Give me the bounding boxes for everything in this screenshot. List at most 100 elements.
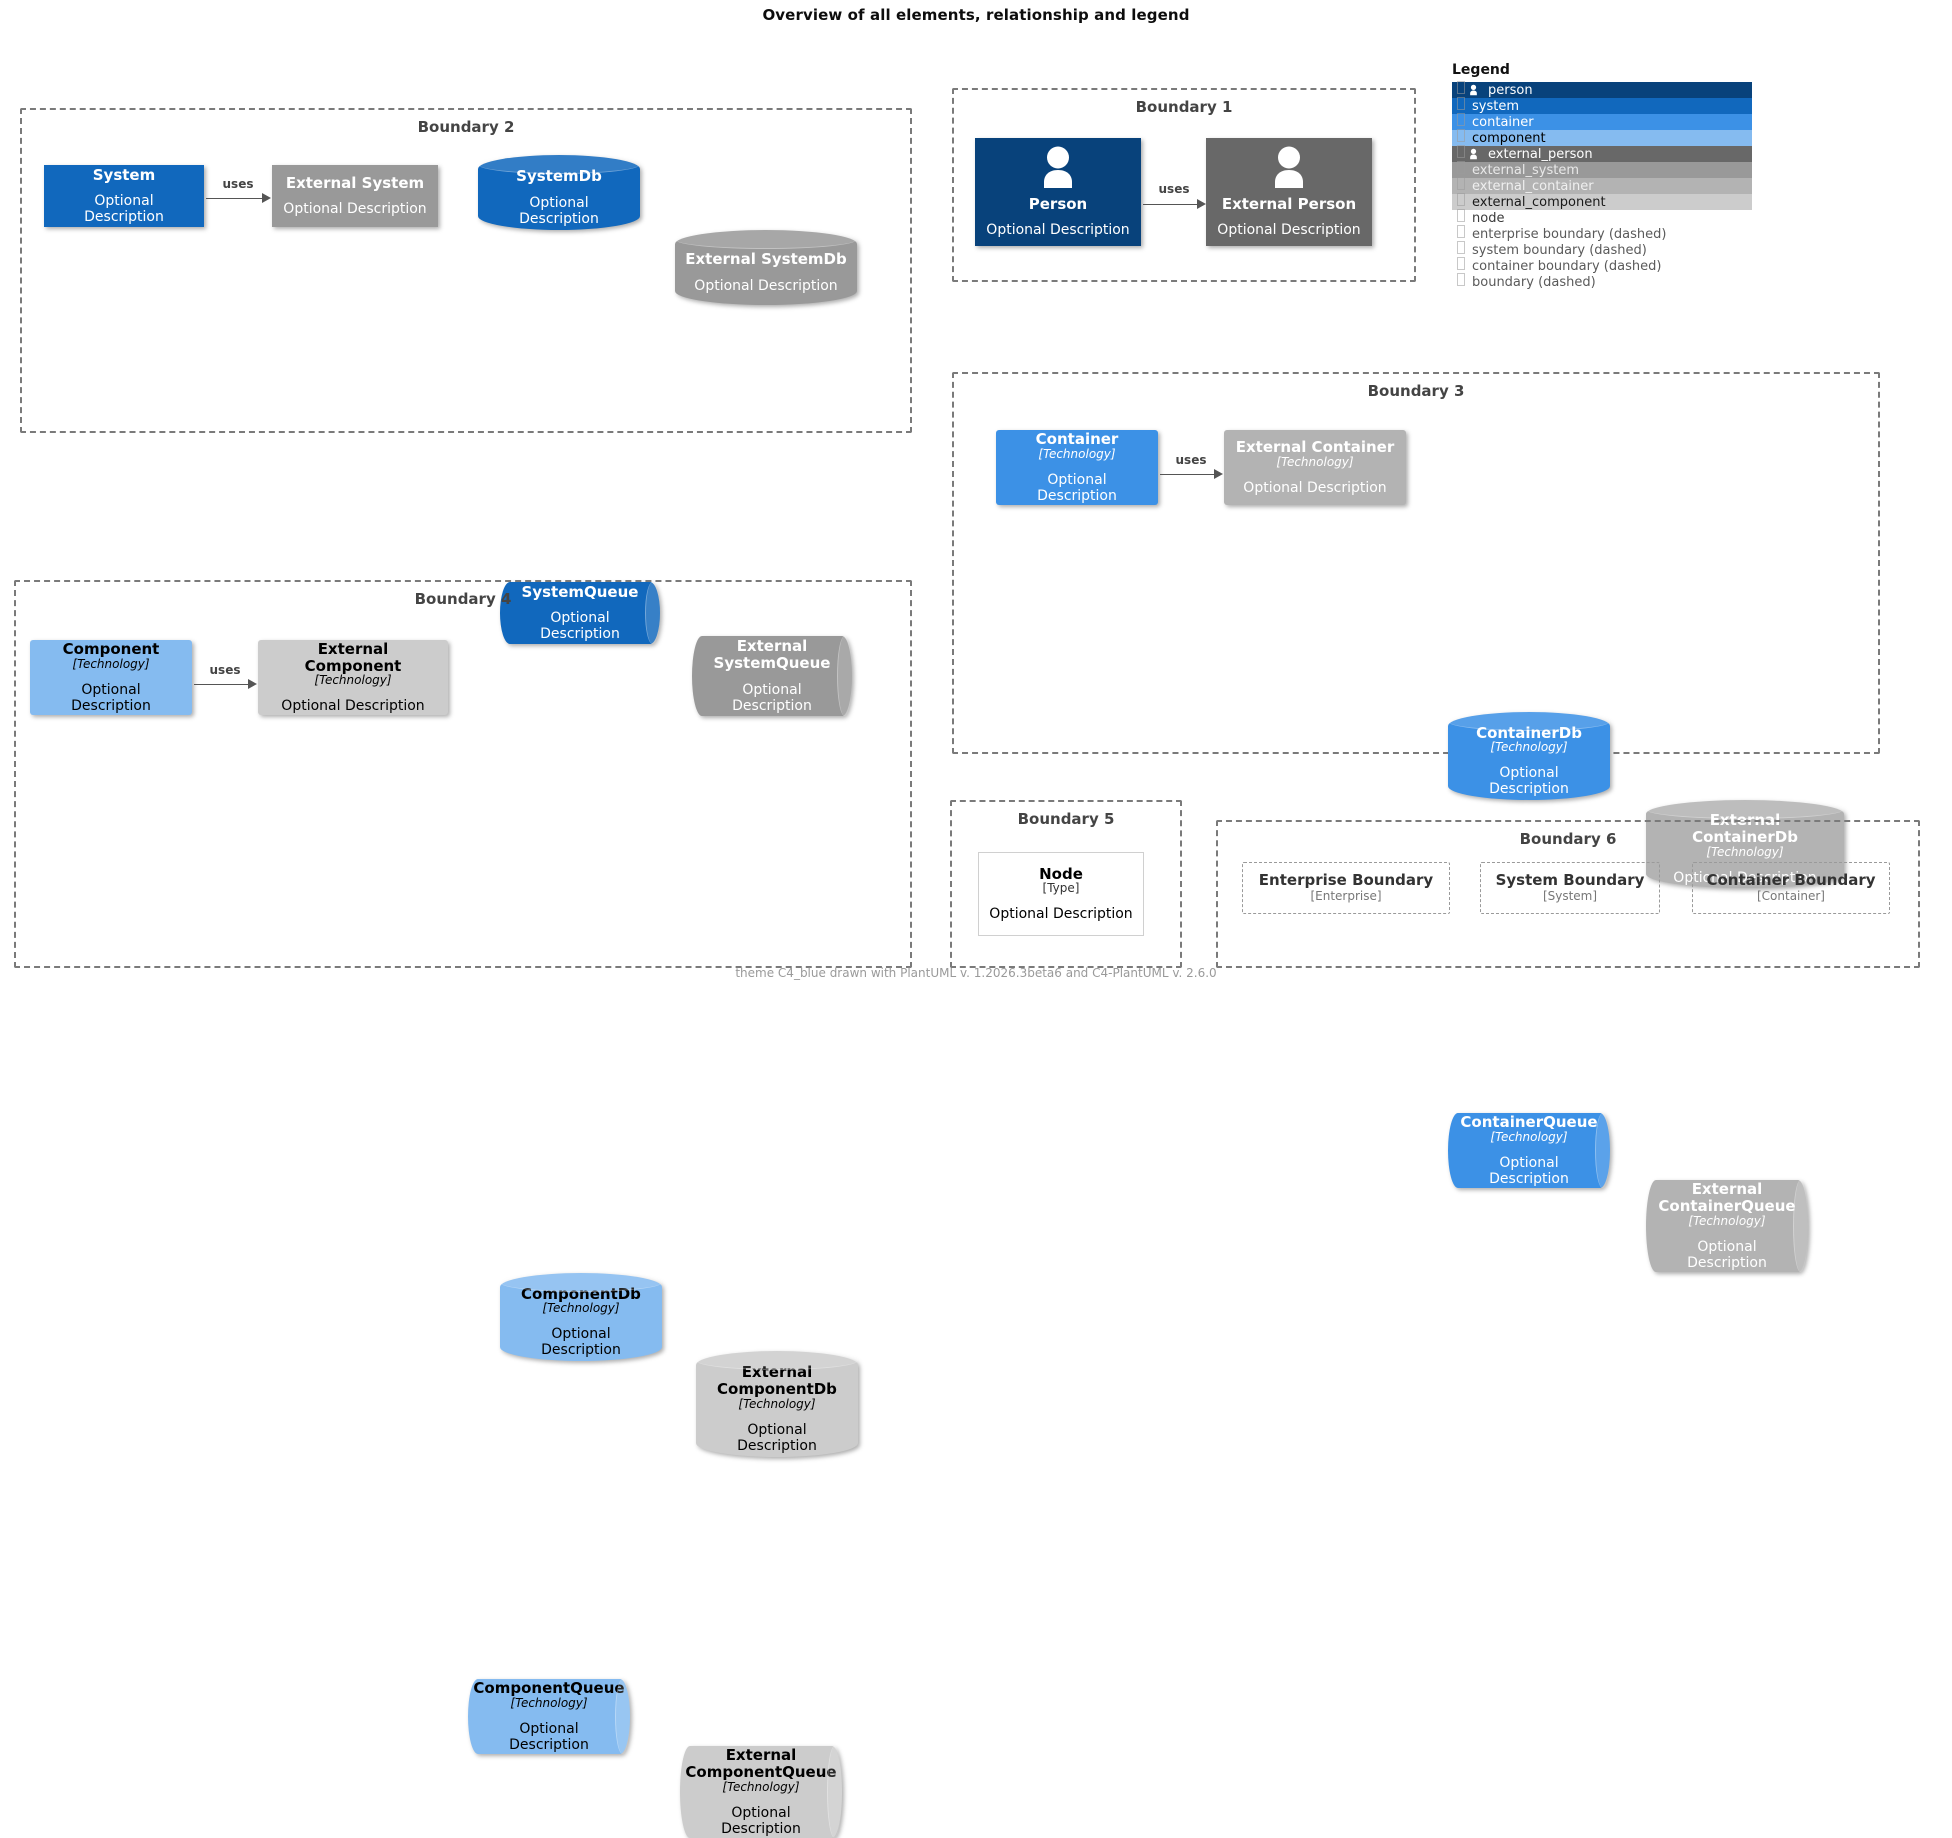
element-node-name: Node [1039,864,1083,883]
element-container-db-desc: Optional Description [1489,765,1569,798]
swatch-icon [1456,193,1465,211]
legend-row-boundary-dashed-: boundary (dashed) [1452,273,1752,290]
legend-row-system-boundary-dashed-: system boundary (dashed) [1452,241,1752,258]
element-external-container-db-tech: [Technology] [1706,844,1784,859]
element-system-queue-name: SystemQueue [521,582,639,601]
legend-label: person [1488,82,1533,98]
legend-row-enterprise-boundary-dashed-: enterprise boundary (dashed) [1452,225,1752,243]
element-external-system[interactable]: External System Optional Description [272,165,438,227]
element-enterprise-boundary[interactable]: Enterprise Boundary [Enterprise] [1242,862,1450,914]
element-external-container[interactable]: External Container [Technology] Optional… [1224,430,1406,505]
element-container-desc: Optional Description [1037,471,1117,504]
element-system-boundary-name: System Boundary [1495,871,1645,890]
element-external-system-desc: Optional Description [283,201,427,218]
element-system-boundary[interactable]: System Boundary [System] [1480,862,1660,914]
element-external-component-name: External Component [304,639,402,675]
element-system-db[interactable]: SystemDb Optional Description [478,155,640,230]
element-system[interactable]: System Optional Description [44,165,204,227]
legend-label: enterprise boundary (dashed) [1472,226,1667,242]
element-person-name: Person [1028,194,1088,213]
element-external-component[interactable]: External Component [Technology] Optional… [258,640,448,715]
legend-row-system: system [1452,97,1752,114]
element-external-container-db[interactable]: External ContainerDb [Technology] Option… [1646,800,1844,888]
element-system-db-desc: Optional Description [519,194,599,227]
legend-label: container [1472,114,1534,130]
element-container-boundary[interactable]: Container Boundary [Container] [1692,862,1890,914]
legend-label: component [1472,130,1546,146]
element-external-container-db-desc: Optional Description [1673,869,1817,886]
element-external-container-queue-desc: Optional Description [1687,1238,1767,1271]
element-component[interactable]: Component [Technology] Optional Descript… [30,640,192,715]
element-component-queue-desc: Optional Description [509,1720,589,1753]
element-external-person[interactable]: External Person Optional Description [1206,138,1372,246]
element-person[interactable]: Person Optional Description [975,138,1141,246]
element-component-desc: Optional Description [71,681,151,714]
element-external-person-desc: Optional Description [1217,222,1361,239]
legend-label: external_system [1472,162,1579,178]
element-external-component-db-desc: Optional Description [737,1421,817,1454]
element-external-component-queue-tech: [Technology] [722,1779,800,1794]
footer-note: theme C4_blue drawn with PlantUML v. 1.2… [735,966,1217,980]
element-external-system-queue-name: External SystemQueue [713,637,831,672]
element-external-system-queue-desc: Optional Description [732,681,812,714]
legend-label: container boundary (dashed) [1472,258,1662,274]
element-container[interactable]: Container [Technology] Optional Descript… [996,430,1158,505]
missing-glyph-icon [1456,209,1465,227]
element-external-component-queue[interactable]: External ComponentQueue [Technology] Opt… [680,1746,842,1838]
element-component-db-desc: Optional Description [541,1326,621,1359]
boundary-6: Boundary 6 [1216,820,1920,968]
person-icon [1465,84,1481,96]
element-external-system-name: External System [285,173,425,192]
element-external-system-queue[interactable]: External SystemQueue Optional Descriptio… [692,636,852,716]
legend-label: boundary (dashed) [1472,274,1596,290]
element-component-queue-tech: [Technology] [510,1695,588,1710]
element-enterprise-boundary-tech: [Enterprise] [1310,889,1382,904]
element-node-tech: [Type] [1042,881,1080,896]
boundary-2-title: Boundary 2 [417,118,515,136]
boundary-1-title: Boundary 1 [1135,98,1233,116]
element-container-db[interactable]: ContainerDb [Technology] Optional Descri… [1448,712,1610,800]
person-icon [1035,146,1081,192]
element-component-name: Component [62,640,160,659]
boundary-4: Boundary 4 [14,580,912,968]
swatch-icon [1456,161,1465,179]
element-external-component-db[interactable]: External ComponentDb [Technology] Option… [696,1351,858,1457]
boundary-6-title: Boundary 6 [1519,830,1617,848]
swatch-icon [1456,113,1465,131]
element-component-db[interactable]: ComponentDb [Technology] Optional Descri… [500,1273,662,1361]
swatch-icon [1456,129,1465,147]
element-component-queue[interactable]: ComponentQueue [Technology] Optional Des… [468,1679,630,1754]
element-node[interactable]: Node [Type] Optional Description [978,852,1144,936]
element-person-desc: Optional Description [986,222,1130,239]
element-component-queue-name: ComponentQueue [473,1679,625,1698]
element-external-container-tech: [Technology] [1276,454,1354,469]
element-external-container-desc: Optional Description [1243,479,1387,496]
element-system-queue[interactable]: SystemQueue Optional Description [500,582,660,644]
element-system-queue-desc: Optional Description [540,610,620,643]
element-external-container-name: External Container [1235,438,1395,457]
element-external-system-db[interactable]: External SystemDb Optional Description [675,230,857,305]
element-system-name: System [92,165,156,184]
legend-label: node [1472,210,1505,226]
element-container-queue-name: ContainerQueue [1460,1113,1598,1132]
element-container-boundary-name: Container Boundary [1706,871,1876,890]
missing-glyph-icon [1456,225,1465,243]
element-container-db-name: ContainerDb [1476,723,1582,742]
legend-label: external_container [1472,178,1594,194]
element-container-queue-tech: [Technology] [1490,1129,1568,1144]
legend-label: system boundary (dashed) [1472,242,1647,258]
element-enterprise-boundary-name: Enterprise Boundary [1258,871,1434,890]
missing-glyph-icon [1456,257,1465,275]
element-external-component-db-tech: [Technology] [738,1396,816,1411]
element-external-container-queue-name: External ContainerQueue [1658,1180,1796,1216]
element-container-queue[interactable]: ContainerQueue [Technology] Optional Des… [1448,1113,1610,1188]
element-external-component-tech: [Technology] [314,673,392,688]
boundary-3-title: Boundary 3 [1367,382,1465,400]
legend-label: external_person [1488,146,1593,162]
legend-row-node: node [1452,209,1752,227]
element-external-container-queue[interactable]: External ContainerQueue [Technology] Opt… [1646,1180,1808,1272]
legend-row-component: component [1452,129,1752,147]
legend-row-external-component: external_component [1452,193,1752,211]
element-external-component-desc: Optional Description [281,698,425,715]
